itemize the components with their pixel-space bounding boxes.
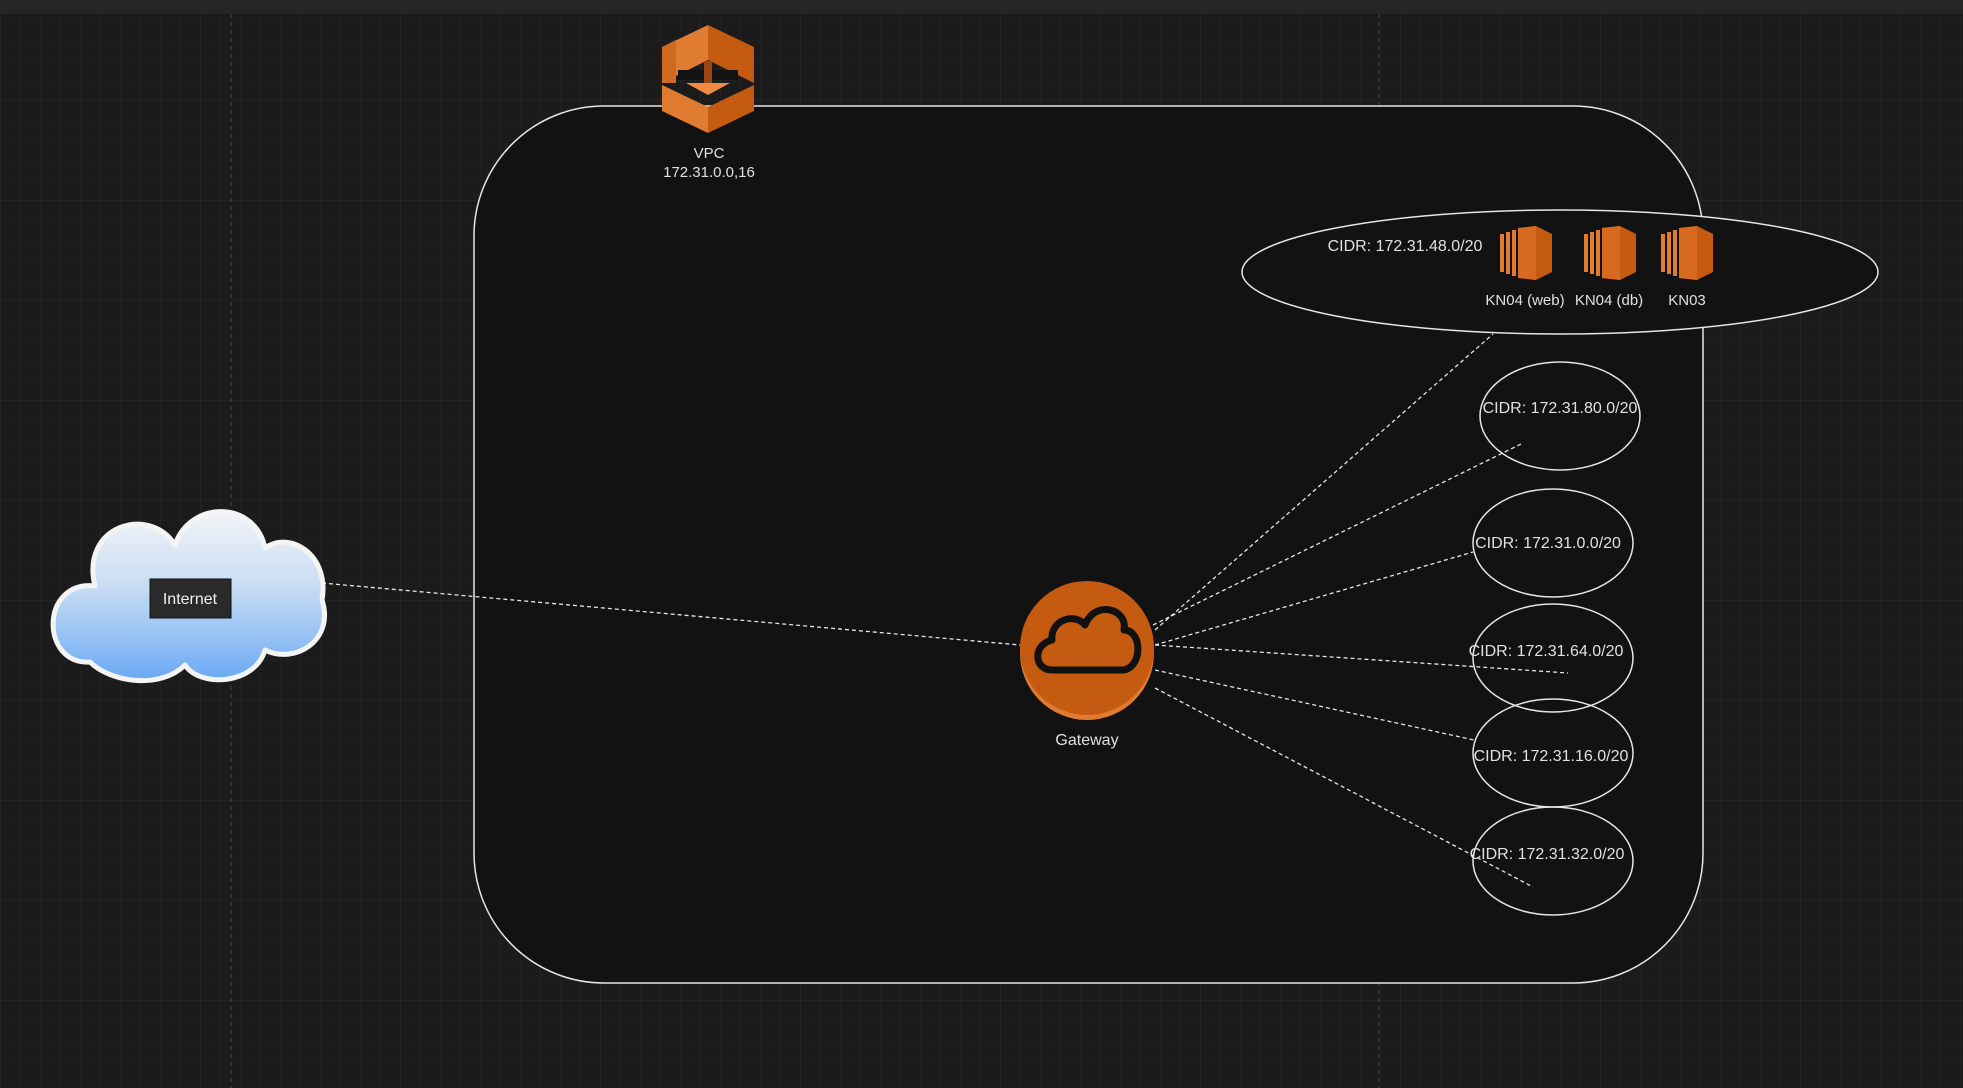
ec2-instance-icon[interactable] [1661, 226, 1713, 280]
subnet-ellipse-48[interactable] [1241, 209, 1879, 335]
subnet-cidr-48: CIDR: 172.31.48.0/20 [1328, 238, 1483, 255]
connector-internet-gateway[interactable] [321, 582, 1021, 646]
subnet-cidr-64: CIDR: 172.31.64.0/20 [1469, 643, 1624, 660]
connector-lines [321, 333, 1569, 888]
subnet-cidr-32: CIDR: 172.31.32.0/20 [1470, 846, 1625, 863]
internet-gateway-icon[interactable] [1020, 581, 1154, 720]
subnet-ellipse-32[interactable] [1472, 806, 1634, 916]
internet-label: Internet [163, 591, 218, 608]
connector-gateway-subnet-64[interactable] [1154, 644, 1569, 674]
ec2-instance-icon[interactable] [1500, 226, 1552, 280]
connector-gateway-subnet-32[interactable] [1154, 687, 1534, 888]
aws-vpc-icon[interactable] [662, 25, 754, 133]
instance-label-web: KN04 (web) [1485, 292, 1564, 309]
connector-gateway-subnet-16[interactable] [1154, 669, 1475, 741]
subnet-ellipse-64[interactable] [1472, 603, 1634, 713]
instance-label-kn03: KN03 [1668, 292, 1706, 309]
subnet-cidr-0: CIDR: 172.31.0.0/20 [1475, 535, 1621, 552]
gateway-label: Gateway [1055, 732, 1118, 749]
vpc-label-line2: 172.31.0.0,16 [663, 164, 755, 181]
connector-gateway-subnet-80[interactable] [1152, 443, 1522, 626]
subnet-cidr-80: CIDR: 172.31.80.0/20 [1483, 400, 1638, 417]
internet-label-box [149, 578, 232, 619]
top-toolbar-strip [0, 0, 1963, 14]
ec2-instance-icon[interactable] [1584, 226, 1636, 280]
connector-gateway-subnet-0[interactable] [1154, 551, 1474, 646]
subnet-cidr-16: CIDR: 172.31.16.0/20 [1474, 748, 1629, 765]
instance-label-db: KN04 (db) [1575, 292, 1643, 309]
vpc-label-line1: VPC [694, 145, 725, 162]
subnet-ellipse-0[interactable] [1472, 488, 1634, 598]
subnet-ellipse-80[interactable] [1479, 361, 1641, 471]
connector-gateway-subnet-48[interactable] [1154, 333, 1494, 631]
